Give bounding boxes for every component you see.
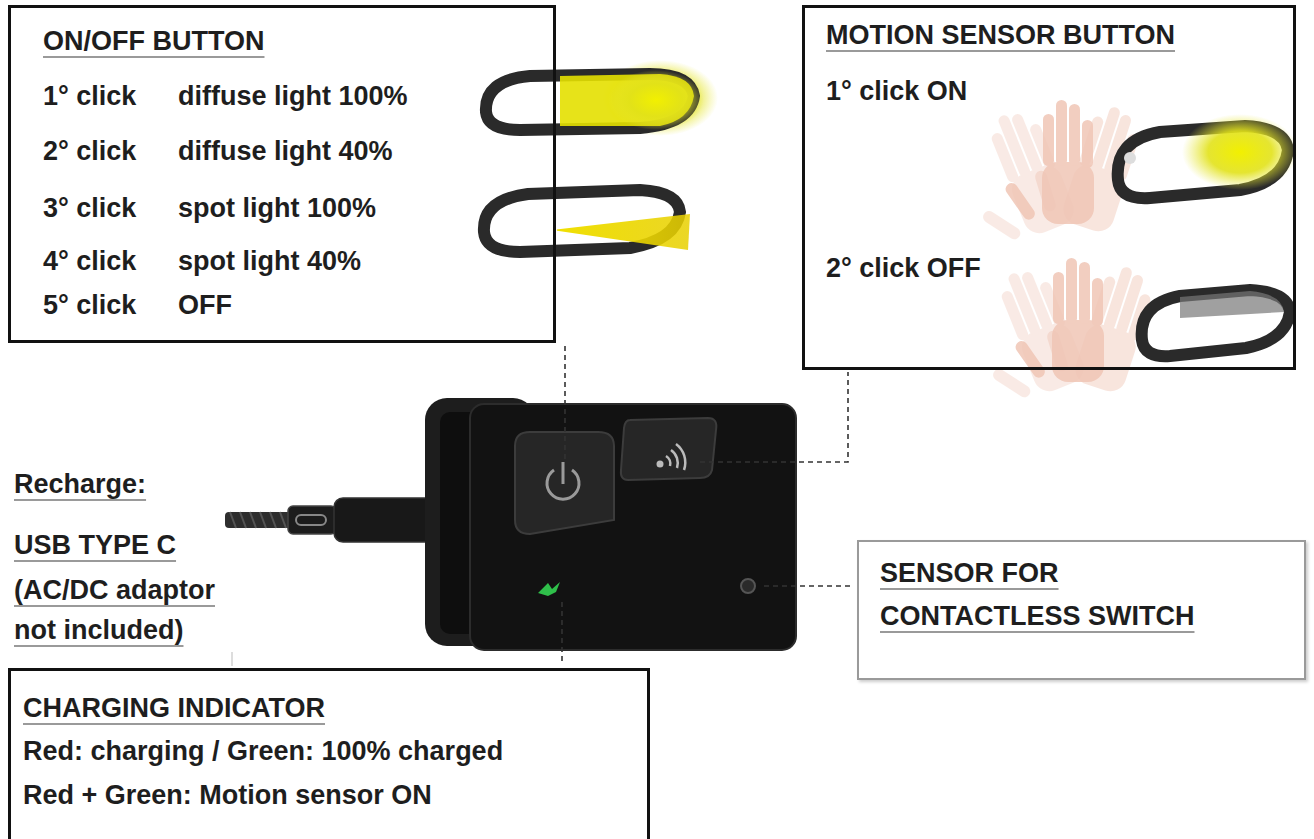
callout-box: CHARGING INDICATOR Red: charging / Green:… bbox=[8, 668, 650, 839]
headband-sensor-off bbox=[1142, 290, 1290, 356]
box-text: diffuse light 100% bbox=[178, 80, 408, 112]
hand-wave-off bbox=[958, 250, 1159, 411]
recharge-label: not included) bbox=[14, 614, 183, 646]
box-text: Red + Green: Motion sensor ON bbox=[23, 779, 432, 811]
box-text: 2° click bbox=[43, 135, 136, 167]
box-text: 1° click ON bbox=[826, 75, 967, 107]
headband-sensor-on bbox=[1118, 114, 1298, 198]
headband-diffuse bbox=[486, 60, 718, 136]
box-text: diffuse light 40% bbox=[178, 135, 393, 167]
box-text: Red: charging / Green: 100% charged bbox=[23, 735, 503, 767]
box-text: 3° click bbox=[43, 192, 136, 224]
battery-housing bbox=[425, 398, 796, 650]
recharge-label: Recharge: bbox=[14, 468, 146, 500]
box-text: spot light 100% bbox=[178, 192, 376, 224]
headband-spot bbox=[484, 190, 690, 252]
leader-line bbox=[232, 652, 233, 666]
leader-line bbox=[564, 346, 566, 462]
leader-line bbox=[700, 372, 848, 462]
callout-box: MOTION SENSOR BUTTON 1° click ON 2° click … bbox=[802, 5, 1296, 370]
recharge-label: USB TYPE C bbox=[14, 529, 176, 561]
box-text: OFF bbox=[178, 289, 232, 321]
box-text: 5° click bbox=[43, 289, 136, 321]
box-heading: SENSOR FOR CONTACTLESS SWITCH bbox=[880, 552, 1220, 638]
box-heading: MOTION SENSOR BUTTON bbox=[826, 19, 1175, 51]
box-heading: ON/OFF BUTTON bbox=[43, 25, 264, 57]
box-text: 4° click bbox=[43, 245, 136, 277]
callout-box: SENSOR FOR CONTACTLESS SWITCH bbox=[857, 540, 1306, 680]
leader-line bbox=[561, 602, 563, 664]
box-text: 1° click bbox=[43, 80, 136, 112]
recharge-label: (AC/DC adaptor bbox=[14, 574, 215, 606]
leader-line bbox=[764, 585, 853, 587]
box-heading: CHARGING INDICATOR bbox=[23, 692, 325, 724]
box-text: spot light 40% bbox=[178, 245, 361, 277]
callout-box: ON/OFF BUTTON 1° click diffuse light 100% 2… bbox=[8, 5, 556, 343]
box-text: 2° click OFF bbox=[826, 252, 981, 284]
leader-lines bbox=[562, 346, 853, 664]
